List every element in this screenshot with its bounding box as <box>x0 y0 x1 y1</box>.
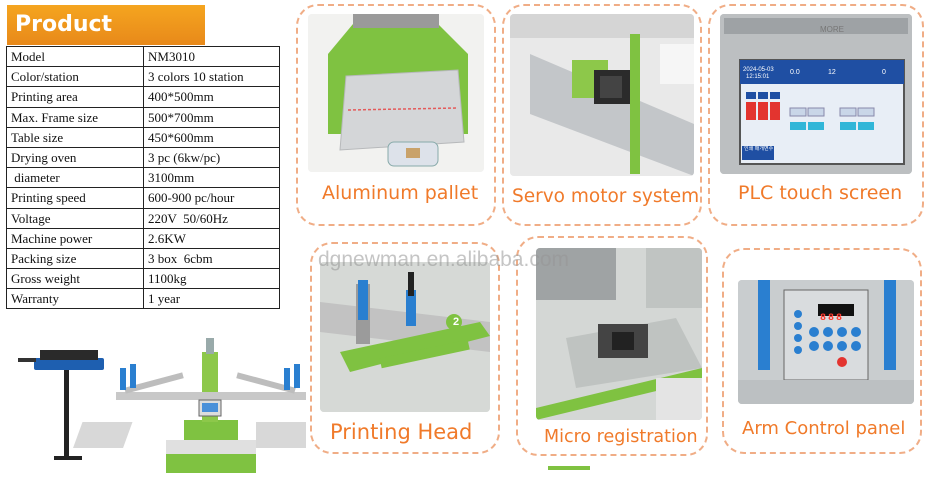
spec-label: Color/station <box>6 66 144 88</box>
plc-field-a: 0.0 <box>790 69 800 76</box>
caption-plc-touch-screen: PLC touch screen <box>738 182 903 204</box>
printing-head-photo <box>320 262 490 412</box>
svg-text:MORE: MORE <box>820 25 844 34</box>
plc-field-c: 0 <box>882 69 886 76</box>
spec-label: Drying oven <box>6 146 144 169</box>
spec-label: Voltage <box>6 207 144 229</box>
spec-value: 1 year <box>143 288 280 310</box>
spec-value: 3100mm <box>143 167 280 189</box>
caption-servo-motor: Servo motor system <box>512 186 700 207</box>
spec-value: 3 colors 10 station <box>143 66 280 88</box>
caption-arm-control-panel: Arm Control panel <box>742 418 906 439</box>
spec-label: Machine power <box>6 227 144 249</box>
spec-label: Max. Frame size <box>6 106 144 128</box>
arm-control-panel-photo <box>738 280 914 404</box>
spec-label: Model <box>6 45 144 68</box>
plc-date: 2024-05-03 <box>743 67 774 73</box>
micro-registration-photo <box>536 248 702 420</box>
plc-time: 12:15:01 <box>746 74 770 80</box>
caption-aluminum-pallet: Aluminum pallet <box>322 182 479 204</box>
feature-card-plc-touch-screen: MORE 2024-05-03 12:15:01 0.0 12 0 인쇄 매개변… <box>708 4 924 226</box>
feature-card-servo-motor: Servo motor system <box>502 4 702 226</box>
spec-value: 3 box 6cbm <box>143 247 280 270</box>
station-number: 2 <box>452 316 460 328</box>
product-details-header: Product Details <box>7 5 205 77</box>
spec-value: NM3010 <box>143 45 280 68</box>
spec-label: Warranty <box>6 288 144 310</box>
spec-value: 600-900 pc/hour <box>143 187 280 209</box>
caption-printing-head: Printing Head <box>330 420 473 444</box>
plc-screen-photo: MORE <box>720 14 912 174</box>
spec-label: Printing speed <box>6 187 144 209</box>
spec-value: 220V 50/60Hz <box>143 207 280 229</box>
feature-card-printing-head: 2 Printing Head <box>310 242 500 454</box>
watermark: dgnewman.en.alibaba.com <box>318 248 569 271</box>
plc-footer-label: 인쇄 매개변수 <box>744 146 774 152</box>
servo-motor-photo <box>510 14 694 176</box>
spec-value: 400*500mm <box>143 86 280 108</box>
spec-value: 3 pc (6kw/pc) <box>143 146 280 169</box>
control-panel-display: 888 <box>820 313 845 324</box>
feature-card-arm-control-panel: 888 Arm Control panel <box>722 248 922 454</box>
spec-value: 500*700mm <box>143 106 280 128</box>
plc-field-b: 12 <box>828 69 836 76</box>
caption-micro-registration: Micro registration <box>544 427 698 447</box>
spec-value: 450*600mm <box>143 126 280 148</box>
feature-card-micro-registration: Micro registration <box>516 236 708 456</box>
spec-value: 2.6KW <box>143 227 280 249</box>
spec-label: Printing area <box>6 86 144 108</box>
aluminum-pallet-photo <box>308 14 484 172</box>
spec-label: Gross weight <box>6 268 144 290</box>
green-accent-bar <box>548 466 590 470</box>
spec-value: 1100kg <box>143 268 280 290</box>
spec-label: Packing size <box>6 247 144 270</box>
feature-card-aluminum-pallet: Aluminum pallet <box>296 4 496 226</box>
spec-label: diameter <box>6 167 144 189</box>
machine-photo <box>6 330 306 473</box>
spec-label: Table size <box>6 126 144 148</box>
